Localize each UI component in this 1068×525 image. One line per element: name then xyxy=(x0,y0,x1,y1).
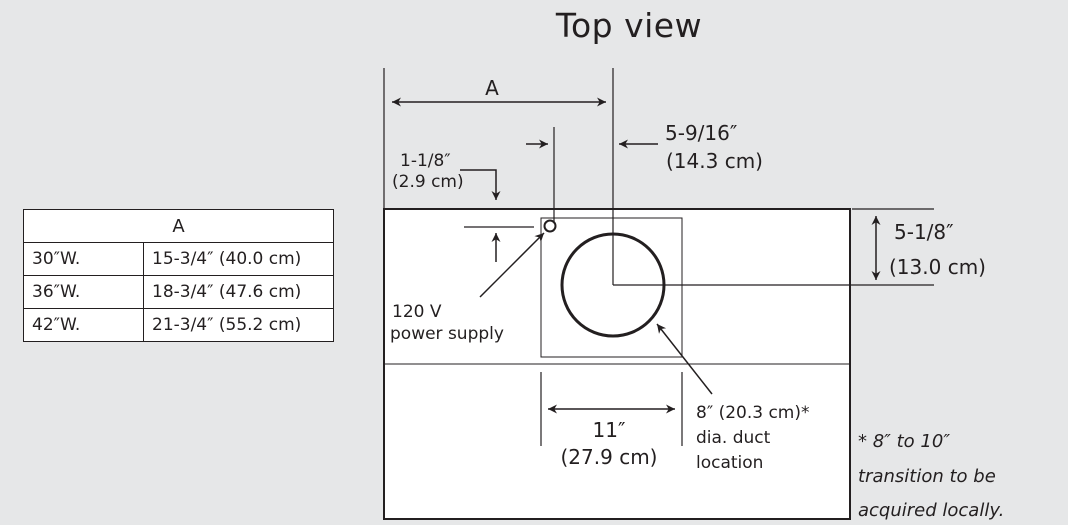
dimension-small-cm-label: (2.9 cm) xyxy=(392,172,464,192)
table-header: A xyxy=(23,209,334,243)
duct-label-line3: location xyxy=(696,453,763,473)
duct-label-line1: 8″ (20.3 cm)* xyxy=(696,403,810,423)
table-cell-value: 21-3/4″ (55.2 cm) xyxy=(143,308,334,342)
note-line1: * 8″ to 10″ xyxy=(858,431,950,452)
dimension-depth-cm-label: (13.0 cm) xyxy=(889,255,986,279)
power-supply-circle xyxy=(543,219,557,233)
dimension-a-label: A xyxy=(485,76,499,100)
dimension-depth-inch-label: 5-1/8″ xyxy=(894,220,954,244)
power-supply-label-line2: power supply xyxy=(390,324,504,344)
note-line3: acquired locally. xyxy=(858,500,1004,521)
dimension-width-inch-label: 11″ xyxy=(593,418,626,442)
table-header-row: A xyxy=(23,209,334,243)
duct-label-line2: dia. duct xyxy=(696,428,771,448)
dimension-small-inch-label: 1-1/8″ xyxy=(400,151,451,171)
dimension-small-arrow-top xyxy=(460,169,501,200)
note-line2: transition to be xyxy=(858,466,996,487)
dimension-right-cm-label: (14.3 cm) xyxy=(666,149,763,173)
power-supply-leader xyxy=(479,232,545,298)
diagram-title: Top view xyxy=(555,6,703,45)
duct-leader xyxy=(656,323,713,395)
dimension-right-inch-label: 5-9/16″ xyxy=(665,121,737,145)
power-supply-label-line1: 120 V xyxy=(392,302,442,322)
table-cell-value: 15-3/4″ (40.0 cm) xyxy=(143,242,334,276)
table-row: 30″W. 15-3/4″ (40.0 cm) xyxy=(23,242,334,276)
mount-square xyxy=(540,217,683,358)
dimension-table: A 30″W. 15-3/4″ (40.0 cm) 36″W. 18-3/4″ … xyxy=(23,209,334,342)
dimension-width-cm-label: (27.9 cm) xyxy=(561,445,658,469)
table-cell-value: 18-3/4″ (47.6 cm) xyxy=(143,275,334,309)
table-row: 42″W. 21-3/4″ (55.2 cm) xyxy=(23,308,334,342)
